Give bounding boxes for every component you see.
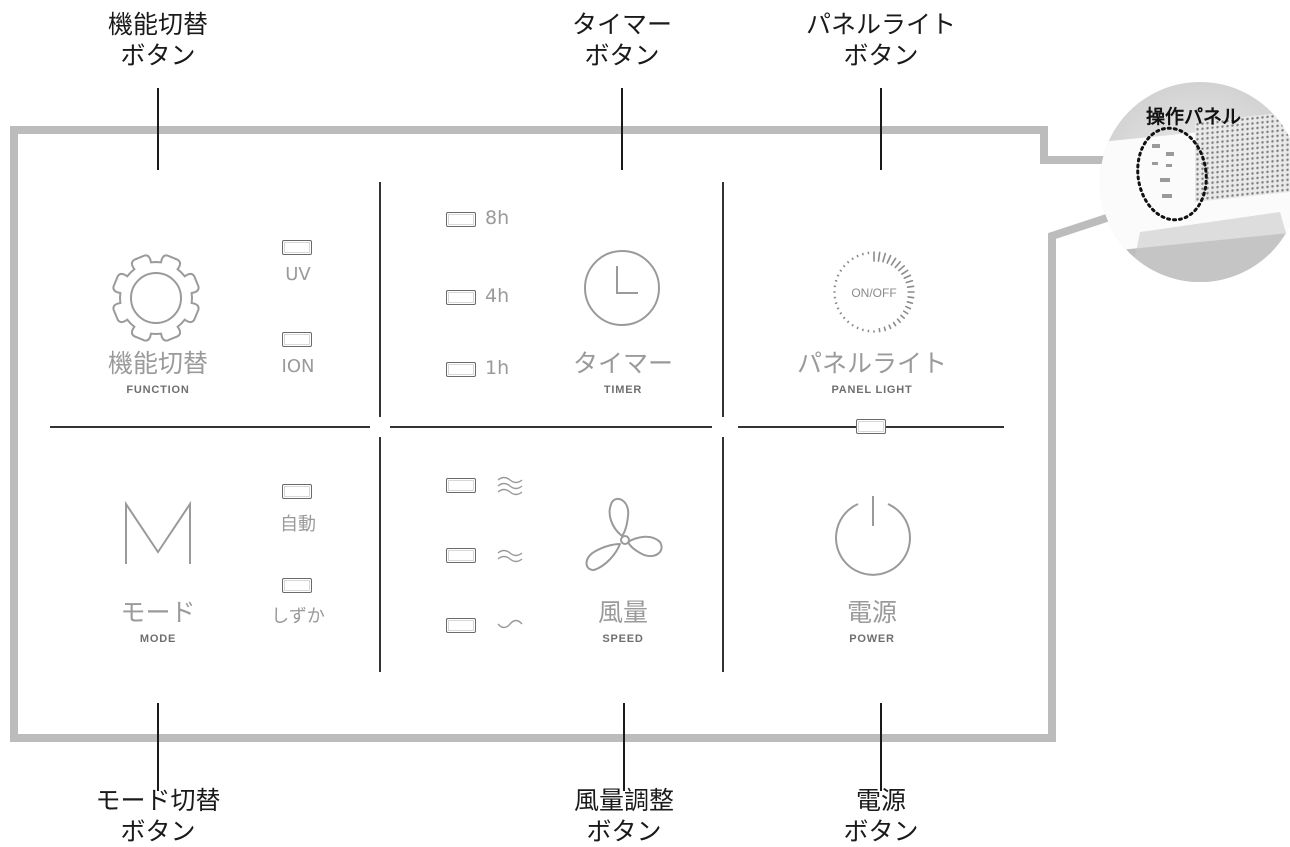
timer-4h-label: 4h (485, 285, 509, 307)
speed-label: 風量 (598, 593, 648, 629)
mode-label: モード (120, 593, 195, 629)
dial-tick (907, 302, 912, 303)
dial-tick (878, 252, 879, 261)
fan-icon (582, 496, 668, 580)
dial-tick (848, 321, 849, 322)
dial-tick (852, 325, 853, 326)
timer-label: タイマー (573, 344, 673, 380)
dial-tick (844, 266, 845, 267)
timer-4h-led (446, 290, 476, 305)
dial-tick (884, 327, 885, 330)
timer-button-callout: タイマーボタン (572, 9, 672, 71)
timer-leader-line (621, 88, 623, 170)
dial-tick (902, 270, 908, 274)
function-button-callout: 機能切替ボタン (108, 9, 208, 71)
dial-tick (840, 313, 841, 314)
panel-light-label-en: PANEL LIGHT (831, 384, 912, 396)
timer-8h-label: 8h (485, 207, 509, 229)
dial-tick (895, 262, 900, 268)
inset-title: 操作パネル (1146, 102, 1241, 129)
uv-indicator-label: UV (285, 264, 311, 285)
function-label-en: FUNCTION (126, 384, 189, 396)
panel-light-button-callout: パネルライトボタン (806, 9, 956, 71)
uv-indicator-led (282, 240, 312, 255)
auto-indicator-label: 自動 (280, 510, 316, 536)
on-off-text: ON/OFF (851, 286, 896, 300)
speed-label-en: SPEED (602, 633, 643, 645)
dial-tick (898, 319, 901, 322)
divider-horizontal (50, 426, 370, 428)
mode-leader-line (157, 703, 159, 791)
speed-medium-led (446, 548, 476, 563)
clock-icon (582, 248, 662, 328)
power-leader-line (880, 703, 882, 791)
quiet-indicator-label: しずか (271, 602, 325, 628)
dial-tick (840, 270, 841, 271)
panel-light-leader-line (880, 88, 882, 170)
medium-wind-icon (496, 546, 526, 566)
power-icon (830, 492, 916, 578)
dial-tick (908, 286, 914, 287)
dial-tick (904, 311, 908, 314)
dial-tick (908, 297, 913, 298)
panel-light-led (856, 419, 886, 434)
dial-tick (852, 258, 853, 259)
gear-icon (104, 246, 208, 350)
function-leader-line (157, 88, 159, 170)
dial-tick (906, 307, 910, 309)
timer-1h-label: 1h (485, 357, 509, 379)
speed-button-callout: 風量調整ボタン (574, 785, 674, 847)
mode-button-callout: モード切替ボタン (95, 785, 220, 847)
power-label-en: POWER (849, 633, 895, 645)
timer-label-en: TIMER (604, 384, 642, 396)
dial-tick (904, 275, 910, 278)
power-label: 電源 (847, 593, 897, 629)
timer-8h-led (446, 212, 476, 227)
mode-label-en: MODE (140, 633, 176, 645)
dial-tick (889, 325, 890, 328)
divider-vertical (379, 182, 381, 417)
quiet-indicator-led (282, 578, 312, 593)
low-wind-icon (496, 618, 526, 634)
divider-vertical (722, 182, 724, 417)
power-button-callout: 電源ボタン (843, 785, 918, 847)
dial-tick (883, 254, 885, 262)
divider-horizontal (390, 426, 712, 428)
panel-light-label: パネルライト (797, 344, 947, 380)
divider-vertical (722, 437, 724, 672)
ion-indicator-led (282, 332, 312, 347)
function-label: 機能切替 (108, 344, 208, 380)
dial-icon: ON/OFF (826, 244, 922, 340)
dial-tick (844, 318, 845, 319)
dial-tick (899, 266, 904, 271)
speed-low-led (446, 618, 476, 633)
high-wind-icon (496, 474, 526, 498)
ion-indicator-label: ION (282, 356, 315, 377)
dial-tick (891, 258, 895, 265)
dial-tick (906, 281, 912, 283)
speed-leader-line (623, 703, 625, 791)
divider-vertical (379, 437, 381, 672)
dial-tick (848, 262, 849, 263)
auto-indicator-led (282, 484, 312, 499)
timer-1h-led (446, 362, 476, 377)
dial-tick (887, 256, 890, 263)
dial-tick (894, 322, 896, 325)
letter-m-icon (122, 500, 194, 566)
dial-tick (901, 315, 904, 318)
speed-high-led (446, 478, 476, 493)
